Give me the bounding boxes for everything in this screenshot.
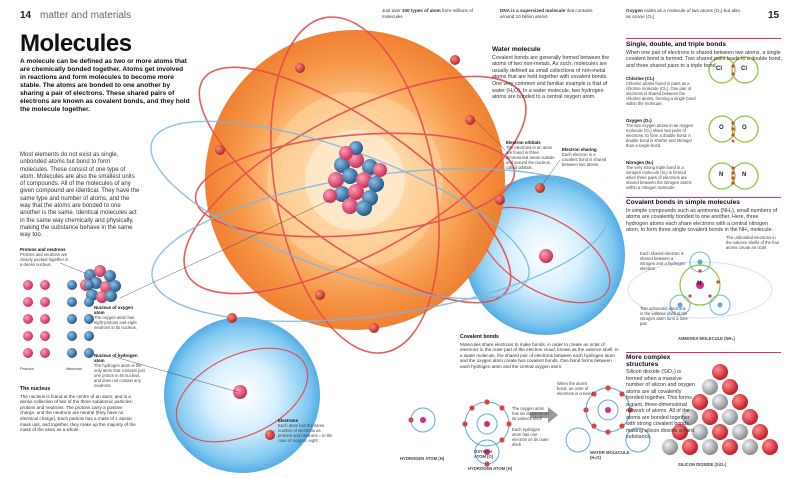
ammonia-label: AMMONIA MOLECULE (NH₃) <box>678 336 735 341</box>
ammonia-shared-note: Each shared electron is shared between a… <box>640 251 686 271</box>
nitrogen-caption: Nitrogen (N₂)The very strong triple bond… <box>626 160 692 190</box>
silicon-dioxide-label: SILICON DIOXIDE (SiO₂) <box>678 462 727 467</box>
nucleus-box: The nucleus The nucleus is found at the … <box>20 386 136 433</box>
section-title: matter and materials <box>40 10 132 21</box>
oxygen-caption: Oxygen (O₂)The two oxygen atoms in an ox… <box>626 118 694 148</box>
nitrogen-symbol-right: N <box>742 172 747 178</box>
neutrons-label: Neutrons <box>66 366 83 371</box>
fact-oxygen: Oxygen exists as a molecule of two atoms… <box>626 8 740 19</box>
ammonia-n-symbol: N <box>697 281 702 287</box>
oxygen-nucleus <box>323 141 387 216</box>
hydrogen-atom-label-mid: HYDROGEN ATOM (H) <box>468 466 513 471</box>
hydrogen-proton <box>233 385 247 399</box>
bonds-intro: Single, double, and triple bonds When on… <box>626 41 782 69</box>
left-page-number: 14 <box>20 10 32 21</box>
valence-electrons <box>408 385 633 467</box>
water-molecule-text: Water molecule Covalent bonds are genera… <box>492 46 610 101</box>
body-text: Most elements do not exist as single, un… <box>20 152 140 239</box>
nitrogen-symbol-left: N <box>719 172 724 178</box>
right-page-number: 15 <box>768 10 780 21</box>
intro-text: A molecule can be defined as two or more… <box>20 58 190 113</box>
chlorine-symbol-right: Cl <box>741 66 747 72</box>
hydrogen-electron-note: Each hydrogen atom has one electron on i… <box>512 427 549 447</box>
protons-label: Protons <box>20 366 34 371</box>
oxygen-symbol-left: O <box>719 125 724 131</box>
chlorine-caption: Chlorine (Cl₂)Chlorine atoms found in pa… <box>626 76 696 106</box>
chlorine-symbol-left: Cl <box>716 66 722 72</box>
simple-molecules-text: Covalent bonds in simple molecules In si… <box>626 199 778 233</box>
section-rule-3 <box>626 352 781 353</box>
page-title: Molecules <box>20 30 132 57</box>
electrons <box>215 55 545 440</box>
covalent-bonds-text: Covalent bonds Molecules share electrons… <box>460 334 619 369</box>
hydrogen-atom-label-left: HYDROGEN ATOM (H) <box>400 456 445 461</box>
ammonia-unbonded-note: The unbonded electrons in the valence sh… <box>726 235 780 250</box>
fact-atom-types: Just over 100 types of atom form million… <box>382 8 473 19</box>
protons-column <box>23 280 50 358</box>
complex-structures-text: More complex structures Silicon dioxide … <box>626 354 695 440</box>
section-rule-2 <box>626 197 781 198</box>
ammonia-molecule <box>627 251 773 319</box>
hydrogen-atom-left <box>164 317 320 473</box>
silicon-dioxide-structure <box>662 364 778 455</box>
arrow-icon <box>530 407 558 423</box>
ammonia-lone-pair-note: Two unbonded electrons in the valence sh… <box>640 306 688 326</box>
octet-note: When the atoms bond, an octet of electro… <box>557 381 594 396</box>
leader-lines <box>59 119 561 436</box>
section-rule-1 <box>626 38 781 39</box>
fact-dna: DNA is a supersized molecule that contai… <box>500 8 593 19</box>
water-molecule-label: WATER MOLECULE (H₂O) <box>590 450 630 460</box>
oxygen-symbol-right: O <box>742 125 747 131</box>
neutrons-column <box>67 280 94 358</box>
oxygen-atom-label: OXYGEN ATOM (O) <box>474 449 494 459</box>
bond-electrons <box>731 64 735 185</box>
oxygen-valence-note: The oxygen atom has six electrons on its… <box>512 406 550 421</box>
